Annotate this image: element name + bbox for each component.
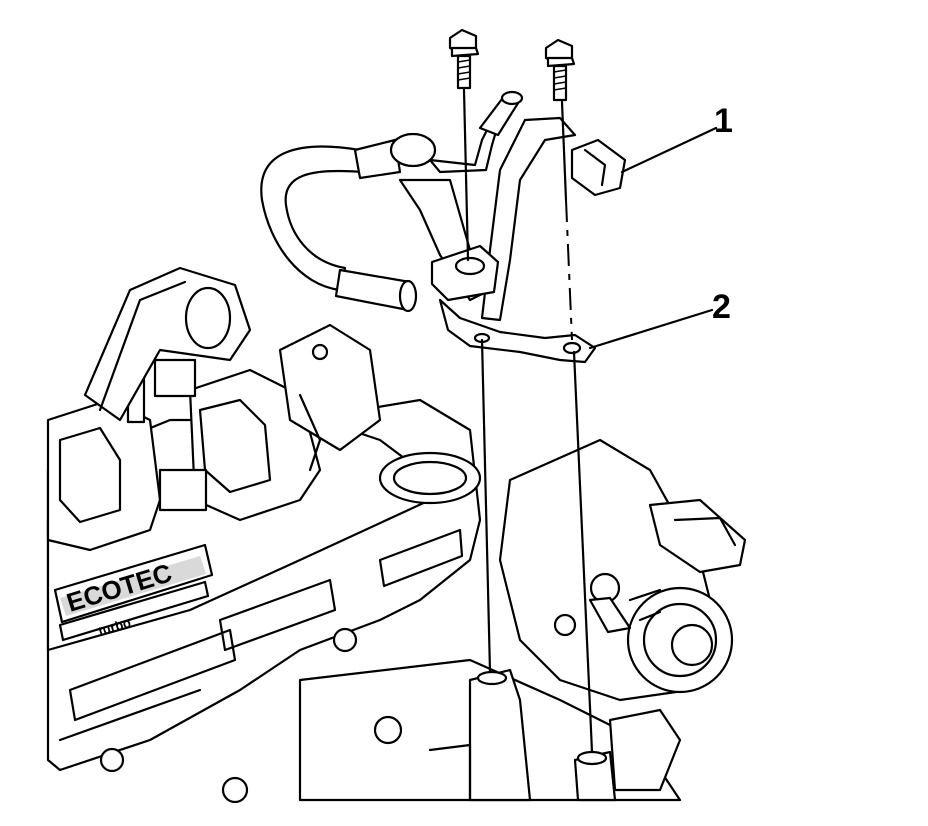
fuel-pipe-bracket (438, 298, 597, 364)
pipe-fitting-nut (570, 138, 627, 197)
alignment-lines (462, 88, 594, 754)
lower-manifold (99, 627, 682, 804)
bolt-right (544, 38, 576, 102)
lift-bracket (83, 266, 252, 422)
ignition-coils (46, 358, 322, 552)
callout-1: 1 (714, 102, 733, 140)
electrical-connector (648, 498, 747, 574)
leader-line-1 (620, 126, 718, 174)
callout-2: 2 (712, 288, 731, 326)
hose-clamp (389, 132, 437, 168)
oil-filler-area (278, 323, 482, 505)
fuel-pump (498, 438, 747, 702)
bolt-left (448, 28, 480, 90)
ecotec-badge (53, 543, 214, 624)
fuel-pipe-assembly (260, 90, 627, 364)
leader-line-2 (588, 308, 714, 350)
